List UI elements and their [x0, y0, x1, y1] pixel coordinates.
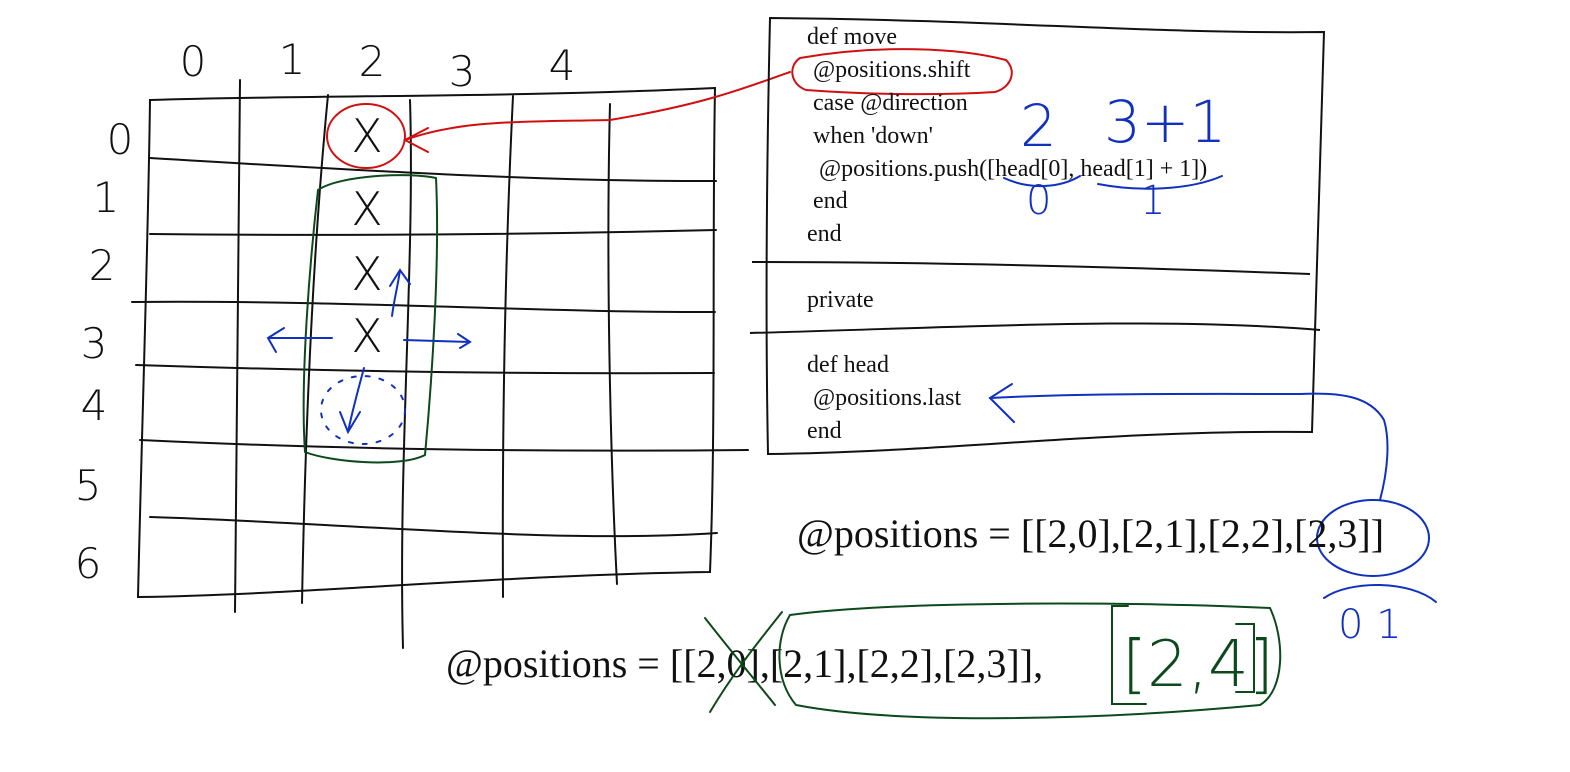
- code-line: case @direction: [807, 90, 968, 116]
- code-line: end: [807, 418, 842, 444]
- new-positions-outline: [778, 602, 1282, 720]
- shift-highlight-oval: [791, 48, 1013, 96]
- row-label: 0: [107, 115, 134, 164]
- grid-vline: [501, 95, 514, 598]
- code-line: end: [807, 221, 842, 247]
- column-label: 1: [279, 35, 306, 84]
- new-pair-value: [2,4]: [1122, 628, 1274, 702]
- annotation-index1: 1: [1140, 178, 1165, 224]
- column-label: 4: [549, 41, 576, 90]
- snake-body-outline: [302, 174, 439, 464]
- grid-hline: [135, 364, 715, 375]
- code-line: when 'down': [807, 123, 933, 149]
- grid: [131, 79, 749, 649]
- code-line: def move: [807, 24, 897, 50]
- down-arrow: [339, 367, 365, 435]
- left-arrow: [266, 327, 333, 353]
- bracket-head0: [1003, 175, 1081, 187]
- cell-mark: X: [351, 182, 383, 236]
- code-divider: [751, 261, 1311, 275]
- last-pair-circle: [1316, 499, 1430, 577]
- code-panel-border: [765, 16, 1326, 456]
- next-cell-dotted-circle: [320, 375, 406, 445]
- positions-before: @positions = [[2,0],[2,1],[2,2],[2,3]]: [797, 511, 1384, 556]
- row-label: 5: [75, 461, 102, 510]
- grid-hline: [149, 229, 717, 236]
- grid-hline: [131, 300, 716, 314]
- code-line: private: [807, 287, 874, 313]
- grid-hline: [149, 516, 718, 538]
- last-pair-bracket: [1323, 584, 1437, 603]
- grid-vline: [401, 99, 412, 649]
- code-line: def head: [807, 352, 889, 378]
- shift-arrow: [404, 71, 791, 141]
- row-label: 4: [81, 381, 108, 430]
- new-pair-bracket-right: [1235, 623, 1255, 693]
- cell-mark: X: [351, 309, 383, 363]
- last-arrowhead: [988, 383, 1015, 423]
- annotation-head1-value: 3+1: [1104, 88, 1226, 156]
- shift-target-circle: [326, 103, 406, 169]
- grid-vline: [234, 79, 241, 613]
- annotation-last-pair-indices: 0 1: [1338, 602, 1402, 648]
- row-label: 3: [81, 319, 108, 368]
- grid-vline: [301, 94, 329, 604]
- grid-hline: [139, 439, 749, 452]
- up-arrow: [389, 268, 411, 317]
- removed-pair-strike: [704, 611, 783, 713]
- code-line: end: [807, 188, 848, 214]
- code-divider: [749, 322, 1321, 334]
- grid-hline: [149, 157, 717, 183]
- column-label: 2: [359, 37, 386, 86]
- row-label: 6: [75, 539, 102, 588]
- code-line: @positions.last: [807, 385, 961, 411]
- row-label: 2: [89, 241, 116, 290]
- column-label: 3: [449, 47, 476, 96]
- grid-vline: [607, 103, 618, 585]
- grid-border: [136, 86, 717, 599]
- shift-arrowhead: [402, 127, 429, 153]
- cell-mark: X: [351, 109, 383, 163]
- code-panel: [749, 16, 1326, 456]
- positions-after: @positions = [[2,0],[2,1],[2,2],[2,3]],: [446, 641, 1043, 686]
- code-line: @positions.push([head[0], head[1] + 1]): [807, 156, 1207, 182]
- column-label: 0: [180, 37, 207, 86]
- new-pair-bracket-left: [1111, 605, 1147, 705]
- code-line: @positions.shift: [807, 57, 971, 83]
- last-arrow: [989, 392, 1389, 501]
- right-arrow: [403, 333, 472, 349]
- bracket-head1: [1097, 175, 1223, 190]
- annotation-head0-value: 2: [1020, 92, 1057, 160]
- cell-mark: X: [351, 247, 383, 301]
- row-label: 1: [93, 173, 120, 222]
